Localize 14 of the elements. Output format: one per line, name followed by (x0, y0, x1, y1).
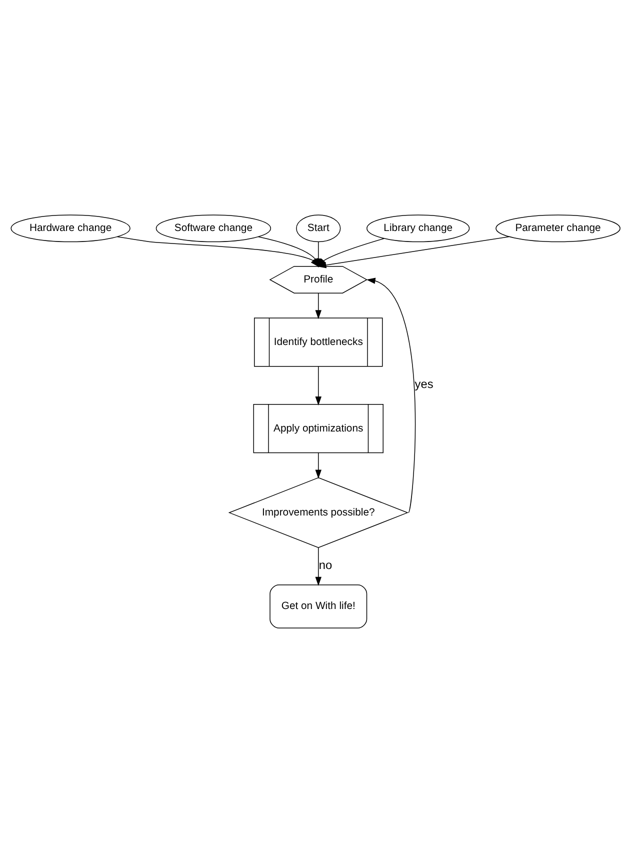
node-ellipse: Parameter change (496, 214, 620, 242)
edge-label: yes (414, 376, 434, 391)
node-ellipse: Hardware change (10, 214, 130, 242)
arrow (315, 546, 322, 586)
edge-label: no (318, 558, 332, 572)
arrow (315, 452, 322, 478)
arrow (366, 277, 416, 513)
node-ellipse: Start (296, 214, 341, 242)
arrow (315, 292, 322, 319)
node-box: Get on With life! (270, 584, 368, 628)
arrow (315, 366, 322, 405)
node-ellipse: Software change (156, 214, 272, 242)
node-ellipse: Library change (366, 214, 470, 242)
node-diamond: Improvements possible? (228, 476, 408, 548)
